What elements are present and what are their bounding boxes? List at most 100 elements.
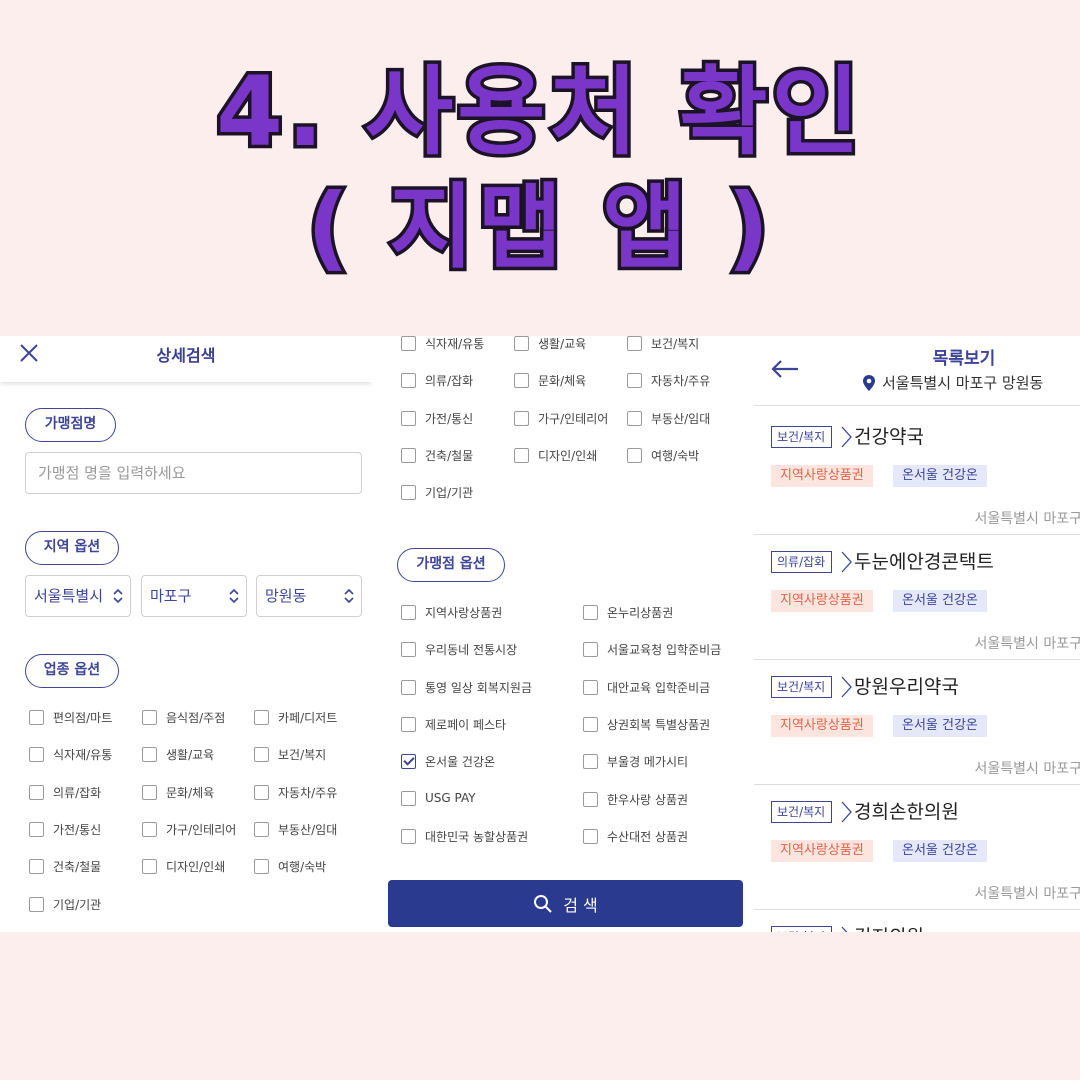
category-checkbox[interactable]: 가구/인테리어 — [514, 410, 608, 427]
category-checkbox[interactable]: 음식점/주점 — [142, 709, 225, 726]
checkbox[interactable] — [401, 605, 416, 620]
checkbox[interactable] — [514, 373, 529, 389]
voucher-checkbox[interactable]: 상권회복 특별상품권 — [583, 716, 710, 733]
checkbox[interactable] — [142, 784, 157, 800]
category-checkbox[interactable]: 보건/복지 — [627, 336, 699, 352]
category-checkbox[interactable]: 여행/숙박 — [254, 858, 326, 875]
checkbox[interactable] — [401, 754, 416, 770]
checkbox[interactable] — [401, 447, 416, 463]
category-checkbox[interactable]: 건축/철물 — [401, 447, 473, 464]
checkbox[interactable] — [401, 336, 416, 351]
category-checkbox[interactable]: 생활/교육 — [514, 336, 586, 352]
checkbox[interactable] — [583, 642, 598, 658]
category-checkbox[interactable]: 의류/잡화 — [29, 784, 101, 801]
checkbox[interactable] — [583, 605, 598, 620]
checkbox[interactable] — [514, 410, 529, 426]
checkbox[interactable] — [401, 828, 416, 844]
checkbox[interactable] — [583, 754, 598, 770]
category-checkbox[interactable]: 부동산/임대 — [627, 410, 710, 427]
voucher-checkbox[interactable]: USG PAY — [401, 790, 476, 806]
category-checkbox[interactable]: 여행/숙박 — [627, 447, 699, 464]
voucher-checkbox[interactable]: 지역사랑상품권 — [401, 604, 502, 621]
store-list-item[interactable]: 보건/복지김지의원 — [754, 910, 1080, 932]
checkbox[interactable] — [254, 784, 269, 800]
category-checkbox[interactable]: 디자인/인쇄 — [514, 447, 597, 464]
voucher-checkbox[interactable]: 제로페이 페스타 — [401, 716, 506, 733]
category-checkbox[interactable]: 식자재/유통 — [29, 746, 112, 763]
close-icon[interactable] — [18, 342, 40, 364]
checkbox[interactable] — [627, 336, 642, 351]
voucher-checkbox[interactable]: 부울경 메가시티 — [583, 753, 688, 770]
back-arrow-icon[interactable] — [770, 358, 800, 380]
category-checkbox[interactable]: 편의점/마트 — [29, 709, 112, 726]
checkbox[interactable] — [401, 716, 416, 732]
search-button[interactable]: 검 색 — [388, 880, 743, 927]
voucher-checkbox[interactable]: 대한민국 농할상품권 — [401, 828, 528, 845]
category-checkbox[interactable]: 식자재/유통 — [401, 336, 484, 352]
detail-search-panel: 상세검색 가맹점명 가맹점 명을 입력하세요 지역 옵션 서울특별시 마포구 망… — [0, 336, 372, 932]
voucher-checkbox[interactable]: 통영 일상 회복지원금 — [401, 679, 532, 696]
voucher-checkbox[interactable]: 한우사랑 상품권 — [583, 791, 688, 808]
voucher-checkbox[interactable]: 우리동네 전통시장 — [401, 641, 517, 658]
checkbox[interactable] — [29, 784, 44, 800]
voucher-checkbox[interactable]: 온서울 건강온 — [401, 753, 495, 770]
checkbox[interactable] — [254, 710, 269, 725]
checkbox[interactable] — [29, 710, 44, 725]
checkbox[interactable] — [254, 821, 269, 837]
category-checkbox[interactable]: 문화/체육 — [514, 372, 586, 389]
checkbox[interactable] — [583, 828, 598, 844]
voucher-checkbox[interactable]: 온누리상품권 — [583, 604, 673, 621]
category-checkbox[interactable]: 건축/철물 — [29, 858, 101, 875]
checkbox[interactable] — [29, 859, 44, 875]
category-checkbox[interactable]: 기업/기관 — [401, 484, 473, 501]
category-checkbox[interactable]: 자동차/주유 — [254, 784, 337, 801]
voucher-checkbox[interactable]: 수산대전 상품권 — [583, 828, 688, 845]
checkbox[interactable] — [514, 336, 529, 351]
category-checkbox[interactable]: 생활/교육 — [142, 746, 214, 763]
category-checkbox[interactable]: 가전/통신 — [29, 821, 101, 838]
checkbox[interactable] — [583, 791, 598, 807]
category-checkbox[interactable]: 카페/디저트 — [254, 709, 337, 726]
category-checkbox[interactable]: 디자인/인쇄 — [142, 858, 225, 875]
checkbox[interactable] — [254, 747, 269, 763]
checkbox[interactable] — [583, 716, 598, 732]
region-select-city[interactable]: 서울특별시 — [25, 575, 131, 617]
merchant-name-input[interactable]: 가맹점 명을 입력하세요 — [25, 452, 362, 494]
checkbox[interactable] — [401, 373, 416, 389]
checkbox[interactable] — [254, 859, 269, 875]
checkbox-label: 여행/숙박 — [651, 448, 700, 463]
checkbox[interactable] — [627, 447, 642, 463]
category-checkbox[interactable]: 가전/통신 — [401, 410, 473, 427]
checkbox[interactable] — [29, 821, 44, 837]
checkbox[interactable] — [142, 747, 157, 763]
checkbox[interactable] — [142, 710, 157, 725]
checkbox[interactable] — [142, 821, 157, 837]
checkbox[interactable] — [401, 642, 416, 658]
checkbox[interactable] — [29, 747, 44, 763]
region-select-district[interactable]: 마포구 — [141, 575, 247, 617]
checkbox[interactable] — [401, 790, 416, 806]
category-checkbox[interactable]: 보건/복지 — [254, 746, 326, 763]
checkbox[interactable] — [627, 373, 642, 389]
checkbox[interactable] — [401, 485, 416, 501]
checkbox[interactable] — [401, 410, 416, 426]
checkbox[interactable] — [29, 896, 44, 912]
category-checkbox[interactable]: 의류/잡화 — [401, 372, 473, 389]
category-checkbox[interactable]: 자동차/주유 — [627, 372, 710, 389]
checkbox[interactable] — [627, 410, 642, 426]
voucher-checkbox[interactable]: 대안교육 입학준비금 — [583, 679, 710, 696]
category-checkbox[interactable]: 문화/체육 — [142, 784, 214, 801]
category-checkbox[interactable]: 기업/기관 — [29, 896, 101, 913]
category-checkbox[interactable]: 가구/인테리어 — [142, 821, 236, 838]
voucher-checkbox[interactable]: 서울교육청 입학준비금 — [583, 641, 721, 658]
checkbox[interactable] — [401, 679, 416, 695]
checkbox[interactable] — [514, 447, 529, 463]
category-checkbox[interactable]: 부동산/임대 — [254, 821, 337, 838]
checkbox[interactable] — [142, 859, 157, 875]
checkbox[interactable] — [583, 679, 598, 695]
region-select-dong[interactable]: 망원동 — [256, 575, 362, 617]
